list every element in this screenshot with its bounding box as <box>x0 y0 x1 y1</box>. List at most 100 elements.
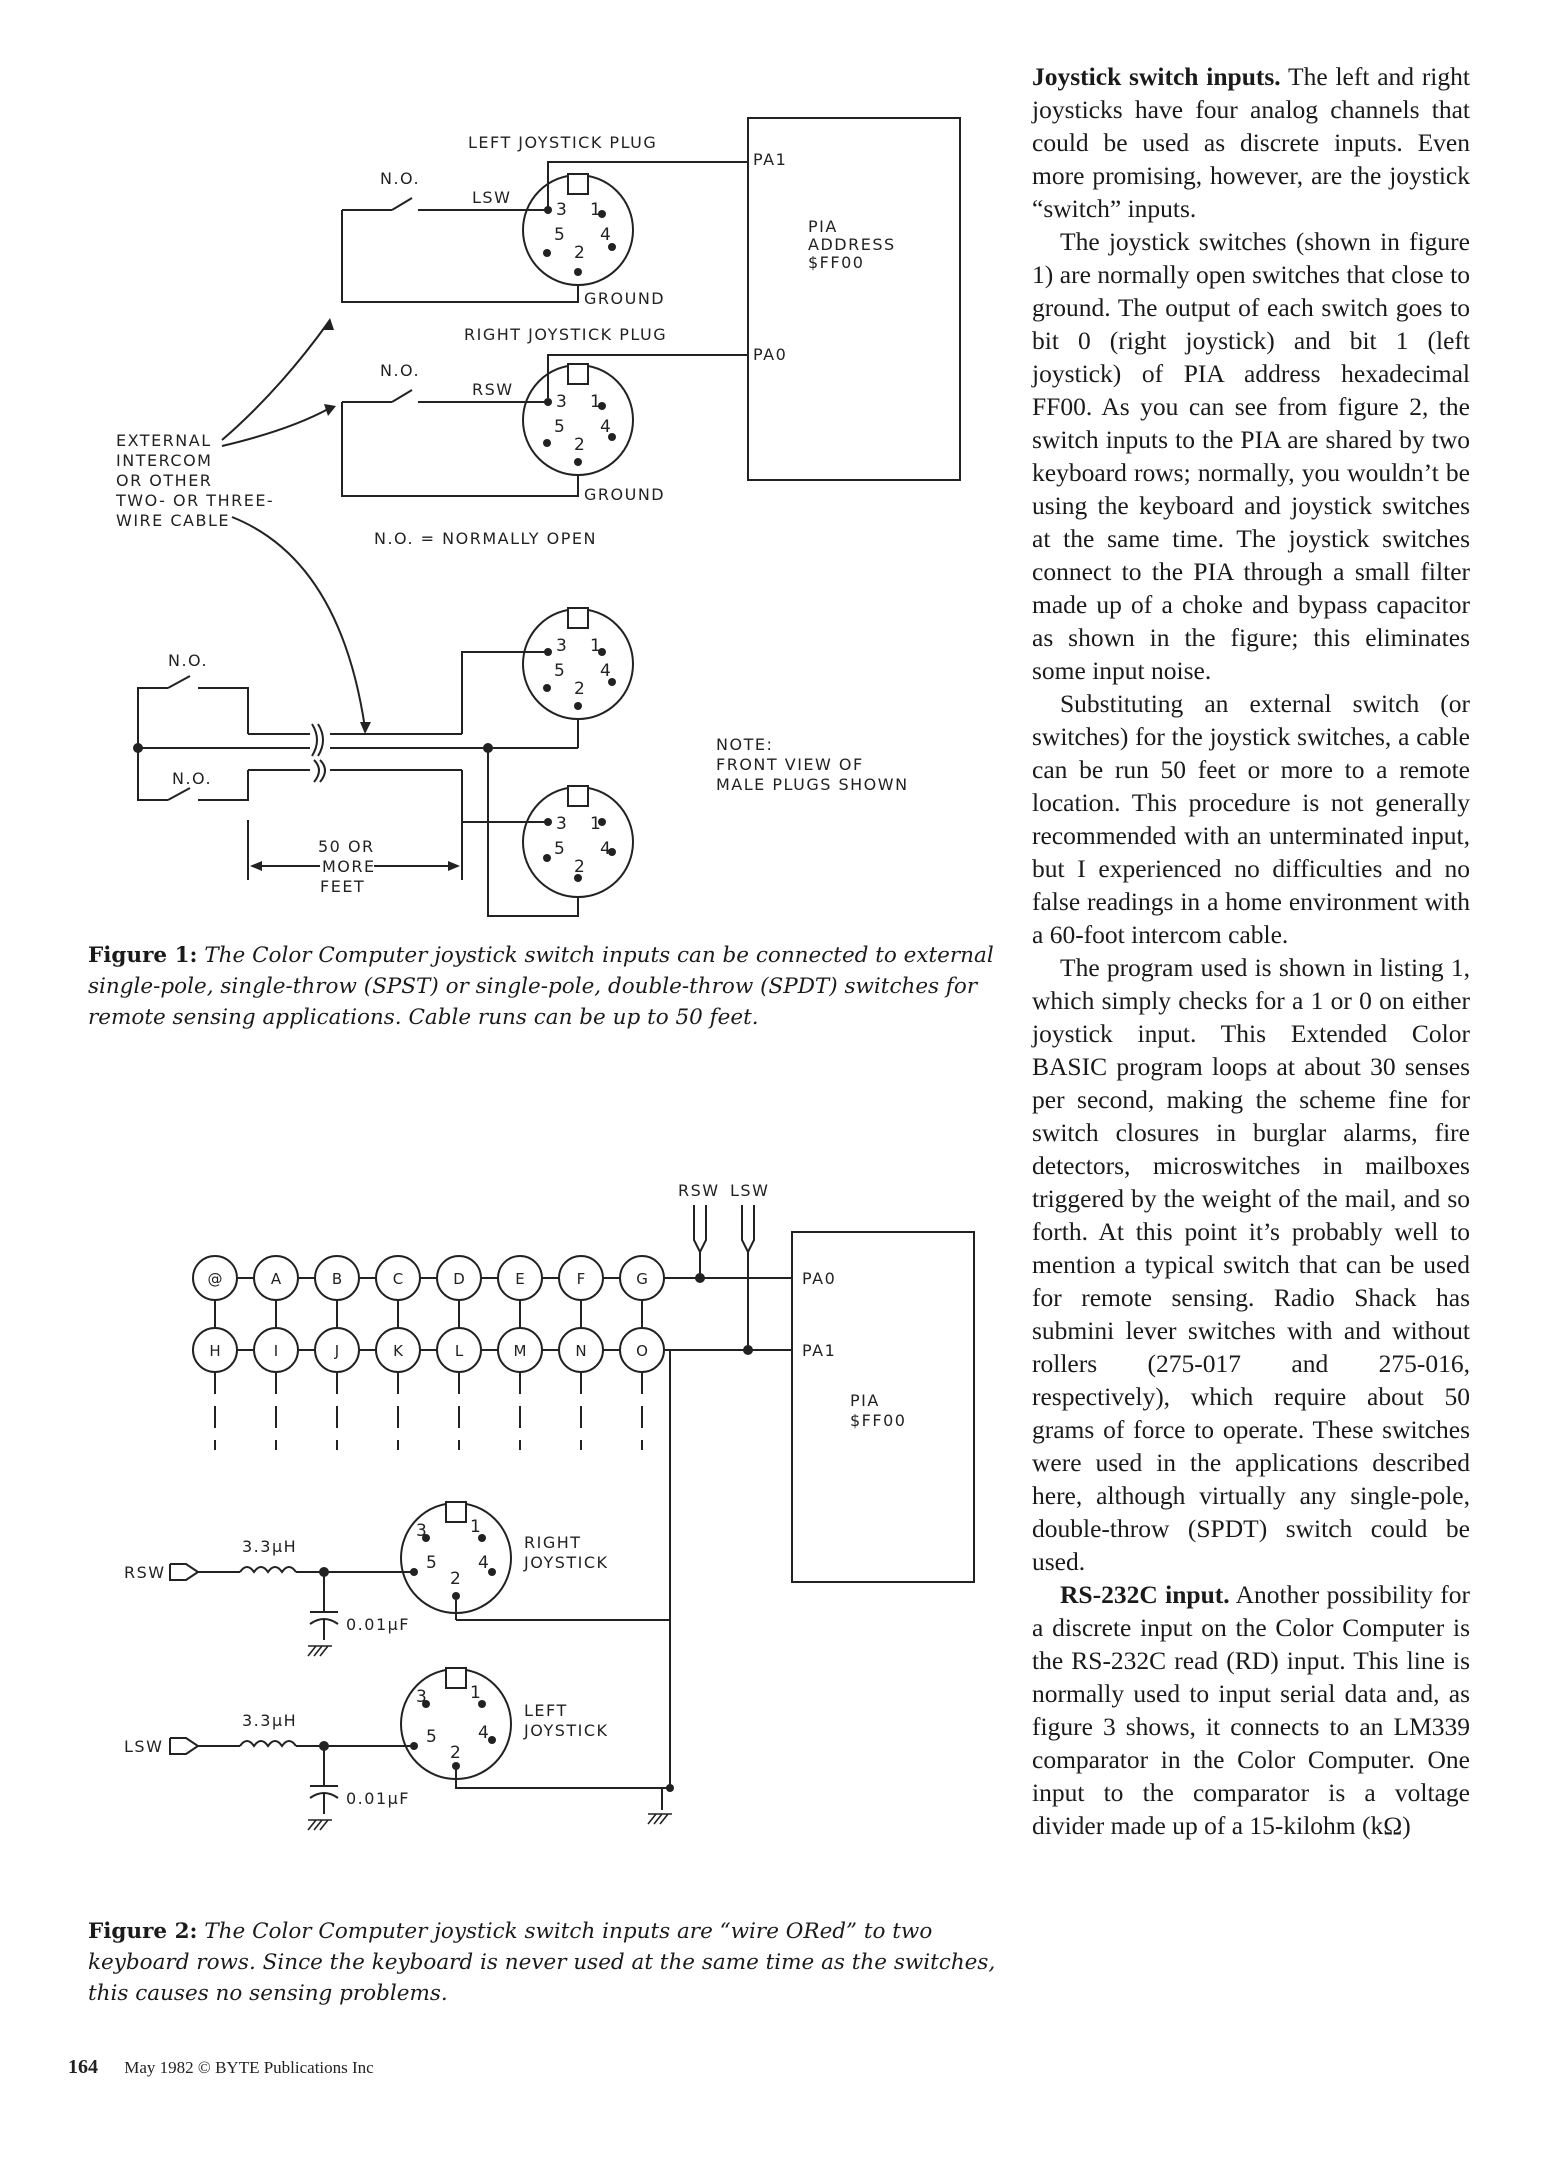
key-row1-circle <box>619 1255 665 1301</box>
pin-4: 4 <box>600 839 611 859</box>
pin-3: 3 <box>556 814 567 834</box>
key-row2-circle <box>253 1327 299 1373</box>
no-label-lower-1: N.O. <box>168 651 208 670</box>
pa0-label: PA0 <box>753 345 787 364</box>
pin-3: 3 <box>416 1687 427 1707</box>
fig2-right-joystick-line1: RIGHT <box>524 1533 582 1552</box>
page-number: 164 <box>68 2056 98 2078</box>
key-row2-circle <box>314 1327 360 1373</box>
pin-4: 4 <box>478 1723 489 1743</box>
ground-label-left: GROUND <box>584 289 665 308</box>
key-row2-circle <box>192 1327 238 1373</box>
pin-1: 1 <box>590 814 601 834</box>
fig2-pa0-label: PA0 <box>802 1269 836 1288</box>
distance-line2: MORE <box>322 857 376 876</box>
pin-1: 1 <box>590 200 601 220</box>
pin-1: 1 <box>590 392 601 412</box>
fig2-pia-label: PIA <box>850 1391 880 1410</box>
key-label: H <box>209 1342 220 1360</box>
fig2-left-joystick-line2: JOYSTICK <box>523 1721 609 1740</box>
fig2-pa1-label: PA1 <box>802 1341 836 1360</box>
pin-2: 2 <box>574 857 585 877</box>
fig2-capacitor-label-right: 0.01μF <box>346 1615 410 1634</box>
paragraph-joystick-switch-inputs: Joystick switch inputs. The left and rig… <box>1032 60 1470 225</box>
pia-label: PIA <box>808 217 838 236</box>
fig2-pia-address-label: $FF00 <box>850 1411 906 1430</box>
heading-rs232c-input: RS-232C input. <box>1060 1580 1230 1609</box>
key-row1-circle <box>253 1255 299 1301</box>
pin-4: 4 <box>478 1553 489 1573</box>
key-label: O <box>636 1342 648 1360</box>
external-cable-line3: OR OTHER <box>116 471 212 490</box>
key-row2-circle <box>436 1327 482 1373</box>
key-row2-circle <box>497 1327 543 1373</box>
figure-1-caption-text: The Color Computer joystick switch input… <box>88 943 994 1030</box>
fig2-right-joystick-line2: JOYSTICK <box>523 1553 609 1572</box>
distance-line3: FEET <box>320 877 365 896</box>
key-label: J <box>334 1342 339 1360</box>
key-label: K <box>393 1342 404 1360</box>
key-row1-circle <box>497 1255 543 1301</box>
note-line2: FRONT VIEW OF <box>716 755 864 774</box>
pin-3: 3 <box>556 200 567 220</box>
pin-4: 4 <box>600 661 611 681</box>
figure-2-caption-text: The Color Computer joystick switch input… <box>88 1919 996 2006</box>
key-label: N <box>575 1342 586 1360</box>
pin-3: 3 <box>556 392 567 412</box>
pia-hex-label: $FF00 <box>808 253 864 272</box>
fig2-rsw-top-label: RSW <box>678 1181 720 1200</box>
figure-1-caption-label: Figure 1: <box>88 943 198 968</box>
key-label: A <box>271 1270 282 1288</box>
paragraph-text: The left and right joysticks have four a… <box>1032 62 1470 223</box>
external-cable-line1: EXTERNAL <box>116 431 212 450</box>
pin-2: 2 <box>450 1569 461 1589</box>
pin-4: 4 <box>600 225 611 245</box>
pin-4: 4 <box>600 417 611 437</box>
key-row2-circle <box>619 1327 665 1373</box>
pin-2: 2 <box>574 679 585 699</box>
pia-address-label: ADDRESS <box>808 235 896 254</box>
fig2-inductor-label-left: 3.3μH <box>242 1711 297 1730</box>
pin-3: 3 <box>416 1521 427 1541</box>
paragraph: The program used is shown in listing 1, … <box>1032 953 1470 1576</box>
external-cable-line2: INTERCOM <box>116 451 212 470</box>
distance-line1: 50 OR <box>318 837 375 856</box>
external-cable-line5: WIRE CABLE <box>116 511 230 530</box>
key-label: B <box>332 1270 342 1288</box>
key-row2-circle <box>558 1327 604 1373</box>
key-label: G <box>636 1270 648 1288</box>
fig2-lsw-label: LSW <box>124 1737 163 1756</box>
right-joystick-plug-label: RIGHT JOYSTICK PLUG <box>464 325 667 344</box>
lsw-label: LSW <box>472 188 511 207</box>
pin-1: 1 <box>590 636 601 656</box>
ground-label-right: GROUND <box>584 485 665 504</box>
key-row1-circle <box>314 1255 360 1301</box>
external-cable-line4: TWO- OR THREE- <box>115 491 274 510</box>
rsw-label: RSW <box>472 380 514 399</box>
fig2-rsw-label: RSW <box>124 1563 166 1582</box>
fig2-inductor-label-right: 3.3μH <box>242 1537 297 1556</box>
paragraph-rs232c-input: RS-232C input. Another possibility for a… <box>1032 1578 1470 1842</box>
normally-open-legend: N.O. = NORMALLY OPEN <box>374 529 597 548</box>
paragraph: The joystick switches (shown in figure 1… <box>1032 227 1470 685</box>
key-label: @ <box>208 1270 223 1288</box>
no-label-lower-2: N.O. <box>172 769 212 788</box>
key-label: D <box>453 1270 465 1288</box>
left-joystick-plug-label: LEFT JOYSTICK PLUG <box>468 133 657 152</box>
pin-1: 1 <box>470 1683 481 1703</box>
key-label: M <box>514 1342 527 1360</box>
key-label: F <box>577 1270 586 1288</box>
pin-1: 1 <box>470 1517 481 1537</box>
pin-3: 3 <box>556 636 567 656</box>
key-row1-circle <box>436 1255 482 1301</box>
no-label-left: N.O. <box>380 169 420 188</box>
key-label: L <box>455 1342 464 1360</box>
figure-2-caption: Figure 2: The Color Computer joystick sw… <box>88 1916 996 2009</box>
figure-1-caption: Figure 1: The Color Computer joystick sw… <box>88 940 996 1033</box>
pin-5: 5 <box>554 661 565 681</box>
note-line3: MALE PLUGS SHOWN <box>716 775 909 794</box>
article-column: Joystick switch inputs. The left and rig… <box>1032 60 1470 1842</box>
